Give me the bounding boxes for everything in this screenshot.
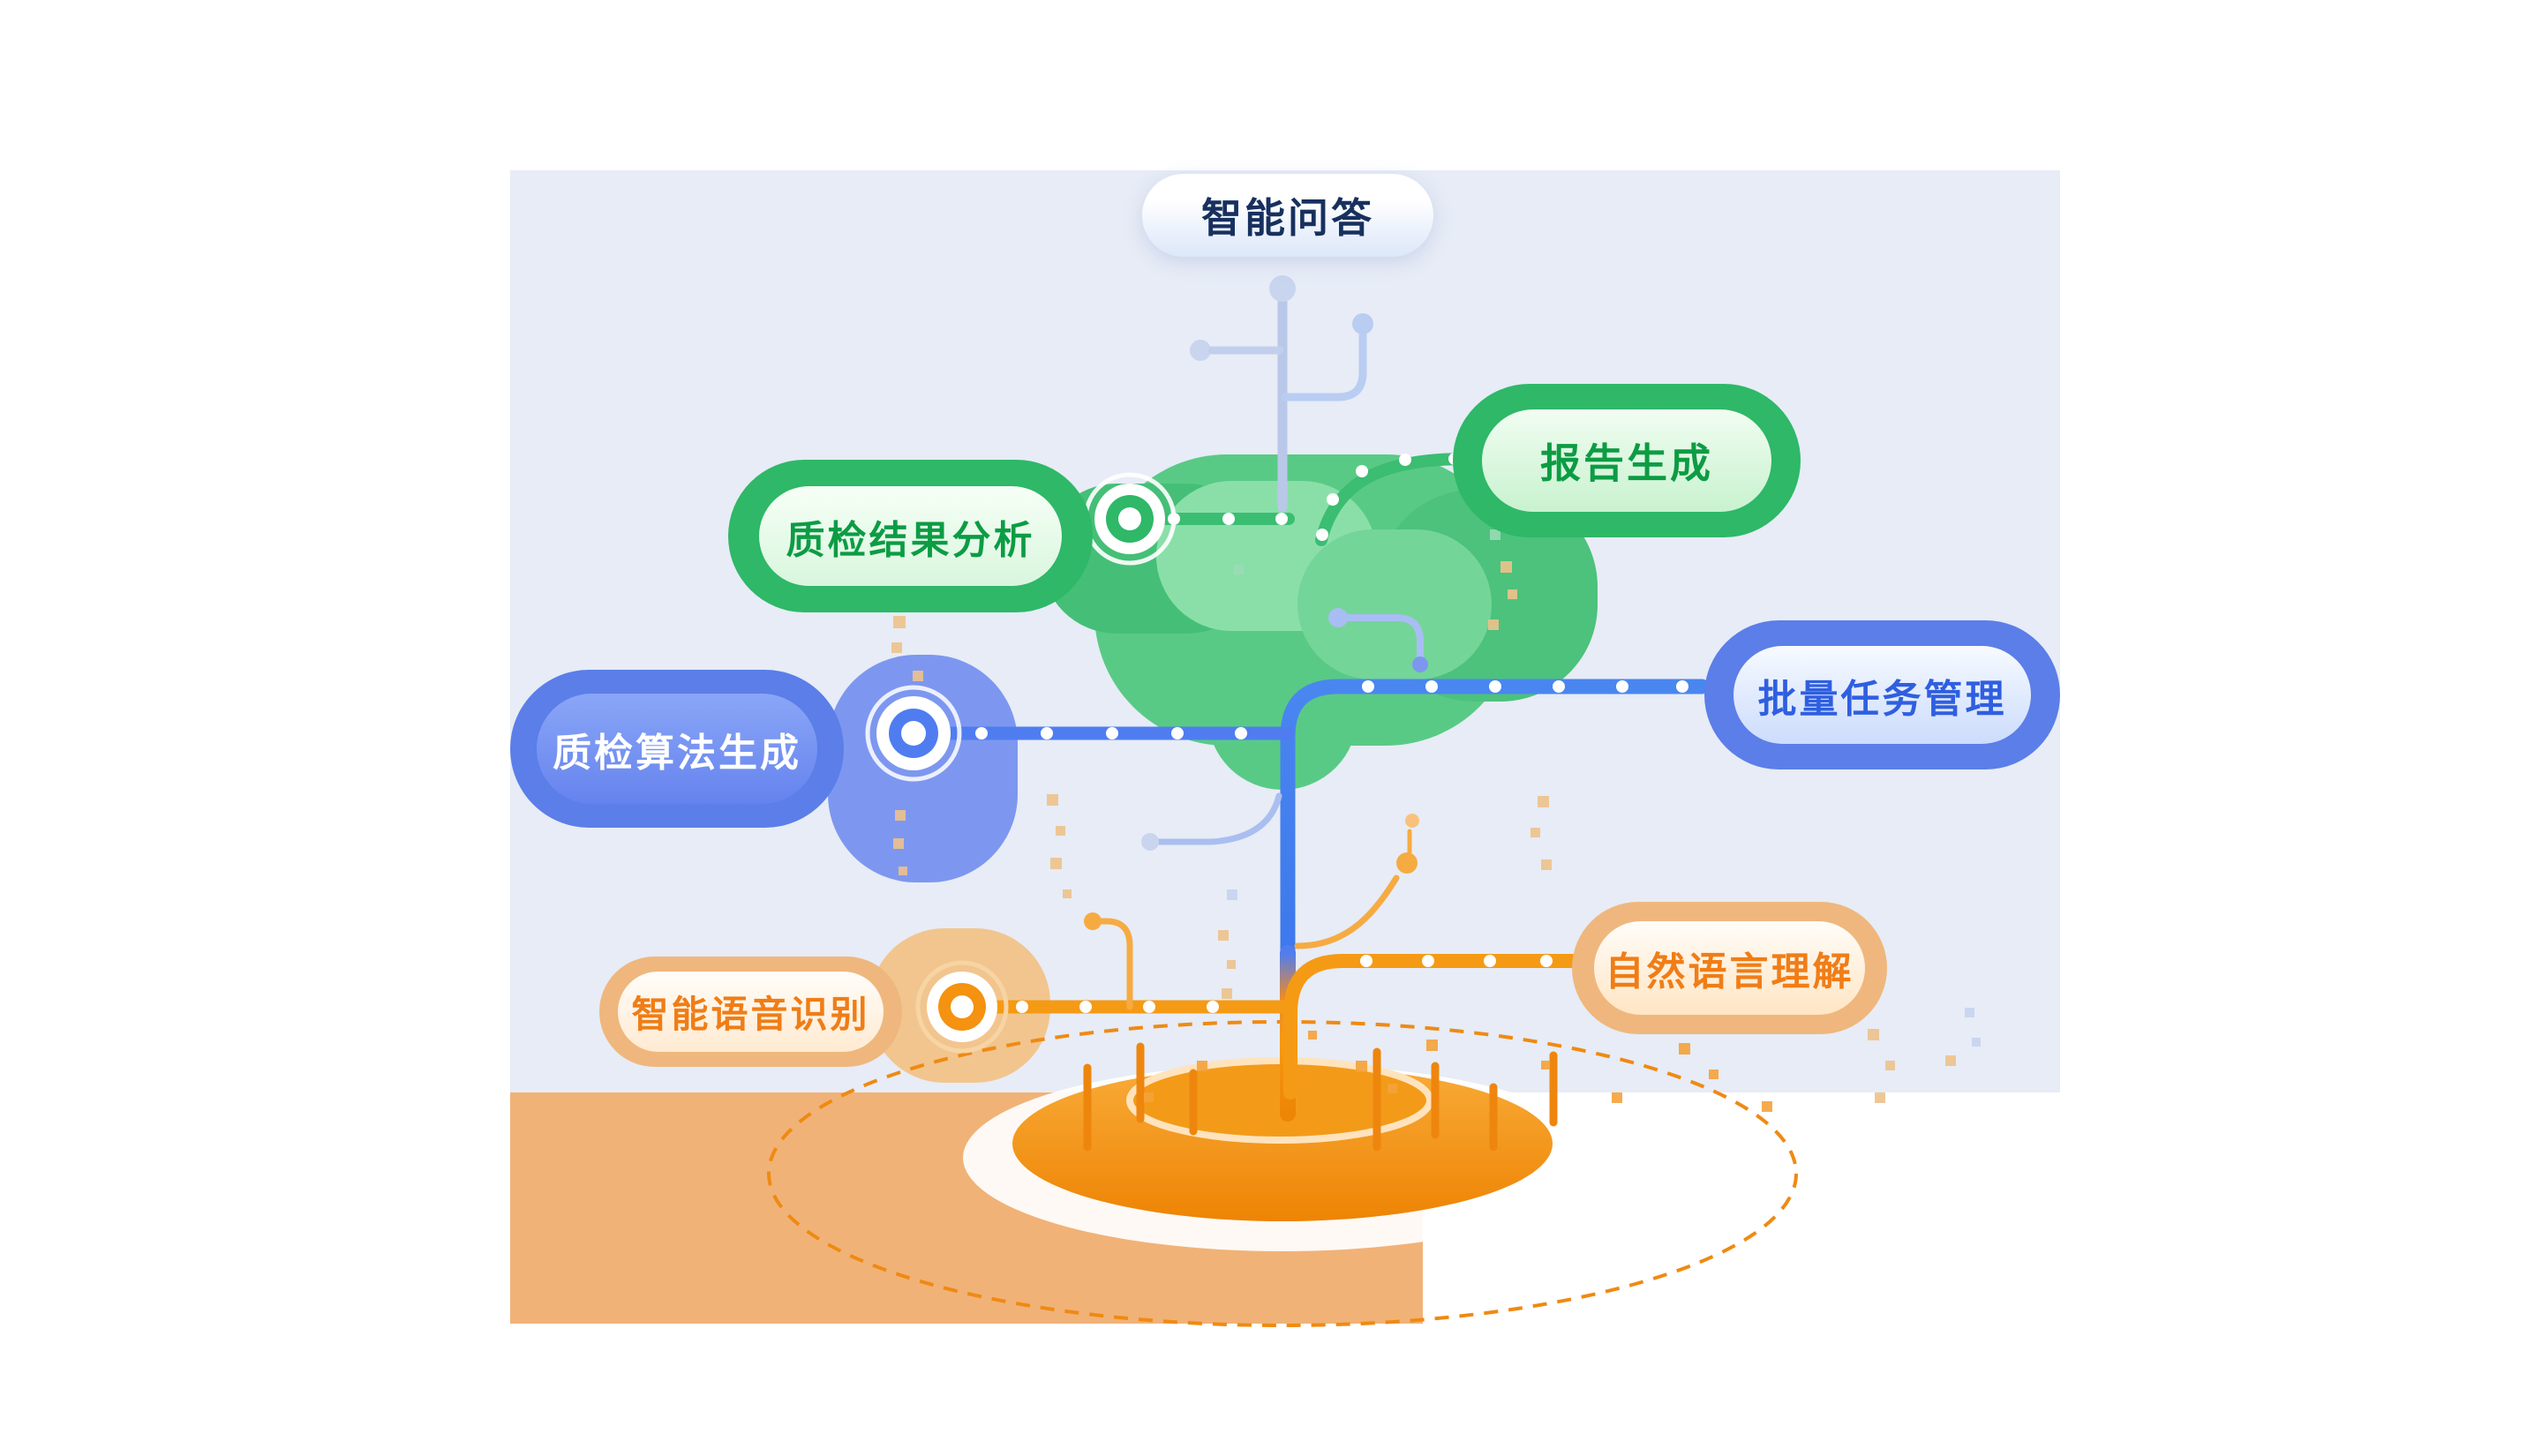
node-intelligent-qa: 智能问答 xyxy=(1142,174,1433,257)
node-batch-task-management: 批量任务管理 xyxy=(1704,620,2060,769)
blue-branches xyxy=(865,608,1710,1009)
base-mound xyxy=(767,1020,1798,1327)
node-report-generation-label: 报告生成 xyxy=(1482,409,1771,512)
green-branches xyxy=(1083,453,1471,566)
node-report-generation: 报告生成 xyxy=(1453,384,1801,537)
node-qc-result-analysis-label: 质检结果分析 xyxy=(759,486,1062,586)
node-batch-task-management-label: 批量任务管理 xyxy=(1734,646,2031,744)
node-qc-algorithm-generation: 质检算法生成 xyxy=(510,670,844,828)
top-branches xyxy=(1190,275,1373,513)
node-speech-recognition: 智能语音识别 xyxy=(599,957,902,1067)
node-qc-algorithm-generation-label: 质检算法生成 xyxy=(537,694,817,804)
blue-connector-ring xyxy=(865,685,962,782)
node-speech-recognition-label: 智能语音识别 xyxy=(618,972,884,1052)
mound-pillars xyxy=(1083,1042,1558,1152)
confetti xyxy=(891,529,1981,1112)
node-qc-result-analysis: 质检结果分析 xyxy=(728,460,1093,612)
node-natural-language-understanding-label: 自然语言理解 xyxy=(1594,921,1865,1015)
orange-connector-ring xyxy=(915,960,1009,1054)
orange-branches xyxy=(915,792,1587,1152)
node-natural-language-understanding: 自然语言理解 xyxy=(1572,902,1887,1034)
green-connector-ring xyxy=(1083,472,1177,566)
